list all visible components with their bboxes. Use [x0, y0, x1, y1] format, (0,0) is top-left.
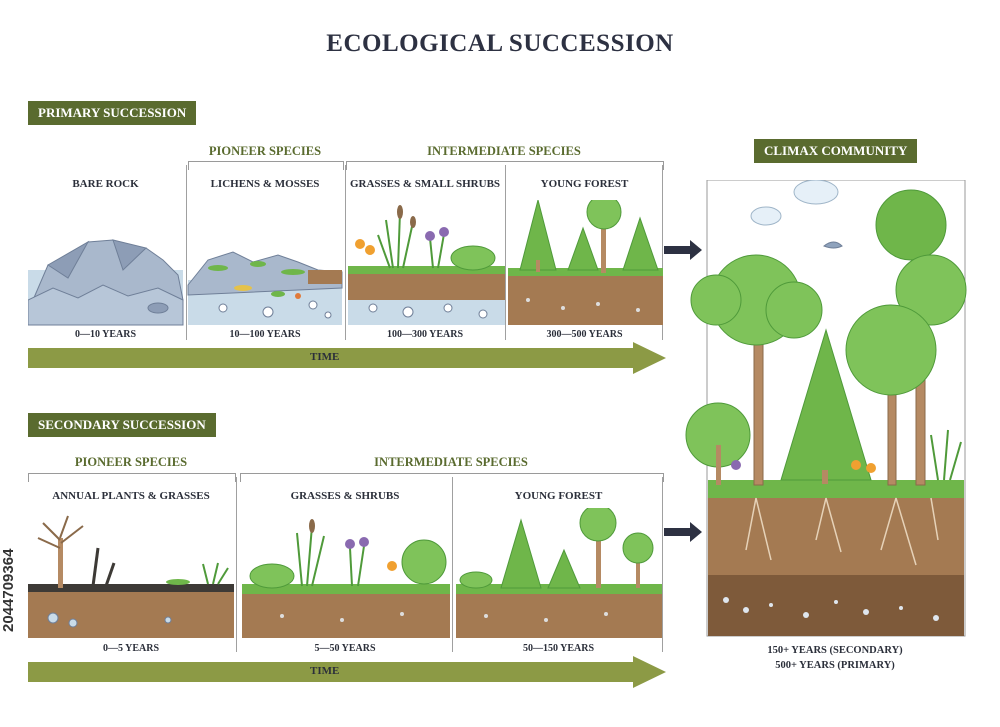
primary-divider — [345, 165, 346, 340]
secondary-succession-badge: SECONDARY SUCCESSION — [28, 413, 216, 437]
secondary-intermediate-header: INTERMEDIATE SPECIES — [374, 455, 528, 469]
primary-time-arrow — [28, 342, 666, 374]
climax-community-badge: CLIMAX COMMUNITY — [754, 139, 918, 163]
page-title: ECOLOGICAL SUCCESSION — [326, 30, 674, 57]
secondary-stage-label-young-forest: YOUNG FOREST — [514, 490, 603, 502]
secondary-scenes-illustration — [28, 508, 662, 638]
primary-to-climax-arrow — [664, 240, 702, 260]
primary-stage-label-lichens: LICHENS & MOSSES — [210, 178, 320, 190]
bare-rock-scene — [28, 239, 184, 326]
secondary-pioneer-bracket — [28, 473, 236, 482]
secondary-to-climax-arrow — [664, 522, 702, 542]
secondary-intermediate-bracket — [240, 473, 664, 482]
primary-scenes-illustration — [28, 200, 663, 326]
secondary-years-1: 5—50 YEARS — [314, 643, 376, 654]
primary-stage-label-grasses: GRASSES & SMALL SHRUBS — [349, 178, 501, 190]
primary-pioneer-header: PIONEER SPECIES — [208, 144, 322, 158]
secondary-pioneer-header: PIONEER SPECIES — [74, 455, 188, 469]
secondary-years-0: 0—5 YEARS — [102, 643, 160, 654]
secondary-stage-label-grasses: GRASSES & SHRUBS — [290, 490, 400, 502]
primary-divider — [662, 165, 663, 340]
climax-community-illustration — [685, 180, 967, 637]
primary-intermediate-header: INTERMEDIATE SPECIES — [427, 144, 581, 158]
primary-divider — [186, 165, 187, 340]
primary-years-0: 0—10 YEARS — [74, 329, 137, 340]
primary-intermediate-bracket — [346, 161, 664, 170]
secondary-divider — [236, 477, 237, 652]
primary-stage-label-young-forest: YOUNG FOREST — [540, 178, 629, 190]
secondary-divider — [662, 477, 663, 652]
grasses-shrubs-scene — [348, 205, 505, 325]
primary-succession-badge: PRIMARY SUCCESSION — [28, 101, 197, 125]
secondary-years-2: 50—150 YEARS — [522, 643, 595, 654]
climax-years-secondary: 150+ YEARS (SECONDARY) — [767, 645, 903, 656]
primary-divider — [505, 165, 506, 340]
climax-years-primary: 500+ YEARS (PRIMARY) — [775, 660, 895, 671]
secondary-stage-label-annual: ANNUAL PLANTS & GRASSES — [52, 490, 210, 502]
primary-stage-label-bare-rock: BARE ROCK — [72, 178, 139, 190]
secondary-time-arrow — [28, 656, 666, 688]
annual-plants-scene — [28, 515, 234, 638]
young-forest-secondary-scene — [456, 508, 662, 638]
primary-years-1: 10—100 YEARS — [229, 329, 301, 340]
secondary-time-label: TIME — [310, 665, 340, 677]
primary-years-2: 100—300 YEARS — [386, 329, 464, 340]
side-id-text: 2044709364 — [0, 548, 17, 632]
secondary-grasses-shrubs-scene — [242, 519, 450, 638]
young-forest-primary-scene — [508, 200, 663, 325]
secondary-divider — [452, 477, 453, 652]
primary-time-label: TIME — [310, 351, 340, 363]
primary-years-3: 300—500 YEARS — [546, 329, 623, 340]
primary-pioneer-bracket — [188, 161, 344, 170]
lichens-mosses-scene — [187, 251, 343, 325]
